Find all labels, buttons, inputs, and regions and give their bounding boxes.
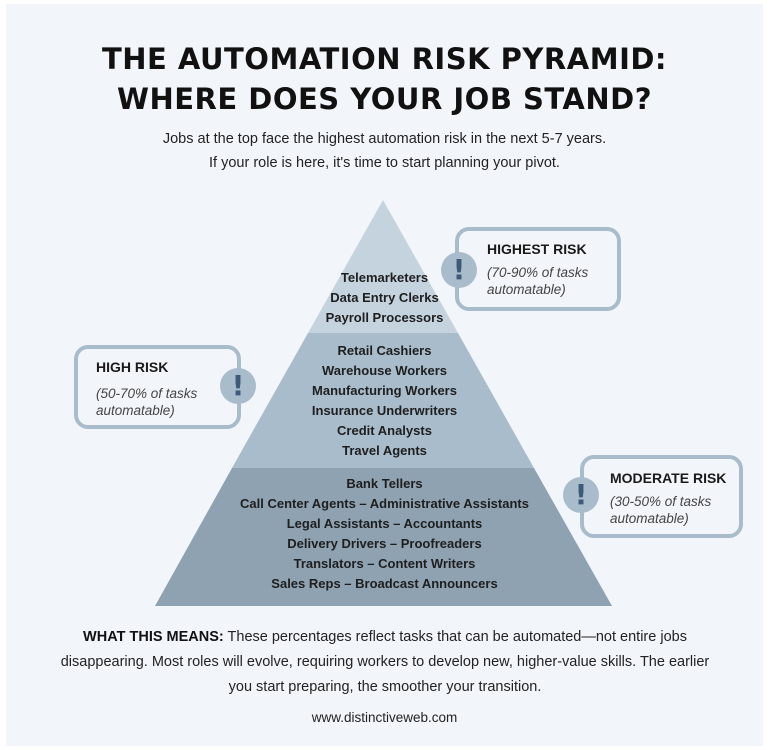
job-item: Telemarketers [340,270,429,285]
job-item: Delivery Drivers – Proofreaders [287,536,482,551]
job-item: Warehouse Workers [322,363,447,378]
exclamation-icon: ! [220,368,256,404]
tier-middle-jobs: Retail Cashiers Warehouse Workers Manufa… [0,341,769,461]
job-item: Data Entry Clerks [330,290,439,305]
title-line-1: THE AUTOMATION RISK PYRAMID: [101,42,668,76]
job-item: Credit Analysts [337,423,432,438]
job-item: Retail Cashiers [337,343,432,358]
exclamation-icon: ! [563,477,599,513]
pyramid-tier-middle [232,333,534,468]
job-item: Travel Agents [342,443,427,458]
website-url: www.distinctiveweb.com [311,710,458,725]
job-item: Bank Tellers [346,476,423,491]
exclamation-icon: ! [441,252,477,288]
job-item: Insurance Underwriters [311,403,458,418]
job-item: Sales Reps – Broadcast Announcers [271,576,498,591]
job-item: Call Center Agents – Administrative Assi… [240,496,529,511]
job-item: Payroll Processors [325,310,444,325]
tier-top-jobs: Telemarketers Data Entry Clerks Payroll … [0,268,769,328]
what-this-means-label: WHAT THIS MEANS: [83,629,224,645]
subtitle-line-2: If your role is here, it's time to start… [209,155,560,171]
what-this-means-text: These percentages reflect tasks that can… [60,629,710,695]
title-line-2: WHERE DOES YOUR JOB STAND? [116,82,653,116]
what-this-means: WHAT THIS MEANS: These percentages refle… [60,625,710,700]
subtitle-line-1: Jobs at the top face the highest automat… [162,131,607,147]
job-item: Translators – Content Writers [293,556,476,571]
pyramid-tier-top [308,200,458,333]
callout-heading: MODERATE RISK [610,470,727,486]
callout-heading: HIGH RISK [96,359,169,375]
job-item: Manufacturing Workers [312,383,457,398]
job-item: Legal Assistants – Accountants [286,516,483,531]
callout-heading: HIGHEST RISK [487,241,587,257]
tier-bottom-jobs: Bank Tellers Call Center Agents – Admini… [0,474,769,594]
pyramid-tier-bottom [155,468,612,606]
